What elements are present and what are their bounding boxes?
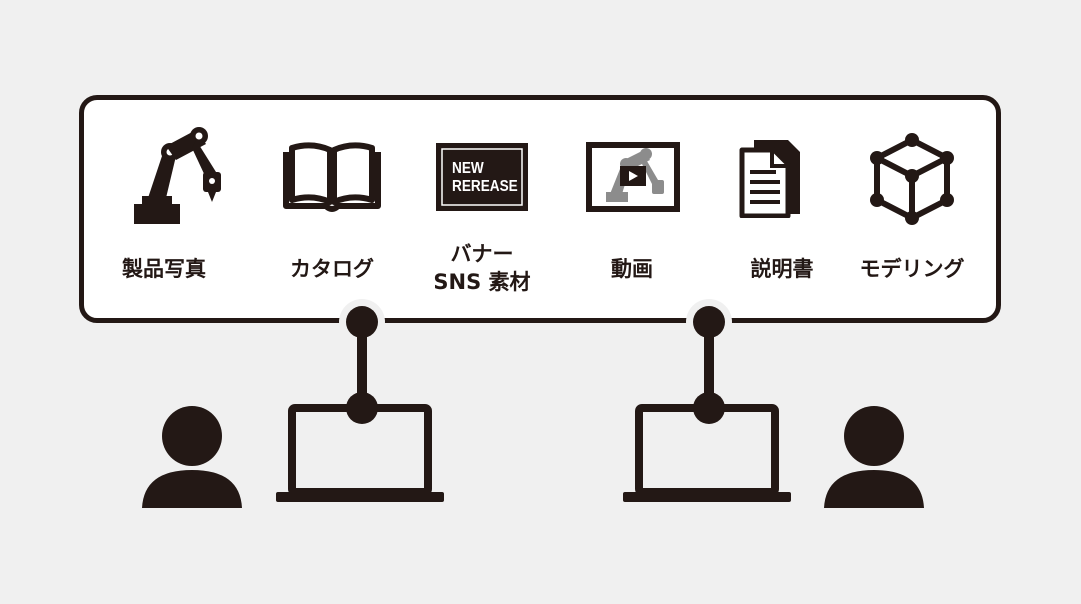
service-video: 動画: [572, 100, 692, 328]
robot-arm-icon: [134, 127, 221, 224]
service-label: 説明書: [750, 257, 814, 281]
laptop-icon-left: [276, 392, 444, 502]
service-modeling: モデリング: [842, 100, 982, 328]
service-label: 動画: [611, 257, 653, 281]
services-panel: 製品写真 カタログ NEW REREASE バナー SNS 素材: [79, 95, 1001, 323]
service-label-line2: SNS 素材: [433, 270, 531, 294]
open-book-icon: [283, 142, 381, 212]
service-catalog: カタログ: [272, 100, 392, 328]
banner-icon: [436, 143, 528, 211]
service-label: 製品写真: [122, 257, 206, 281]
video-icon: [586, 142, 680, 212]
banner-text-line2: REREASE: [452, 178, 518, 195]
service-label: バナー SNS 素材: [412, 240, 552, 296]
service-label: カタログ: [290, 257, 374, 281]
cube-icon: [870, 133, 954, 225]
service-manual: 説明書: [722, 100, 842, 328]
service-banner-sns: NEW REREASE バナー SNS 素材: [412, 100, 552, 328]
laptop-icon-right: [623, 392, 791, 502]
service-product-photo: 製品写真: [104, 100, 224, 328]
user-icon-right: [824, 406, 924, 508]
service-label: モデリング: [859, 257, 965, 281]
user-icon-left: [142, 406, 242, 508]
banner-text-line1: NEW: [452, 160, 484, 177]
documents-icon: [739, 140, 800, 218]
service-label-line1: バナー: [450, 242, 514, 266]
